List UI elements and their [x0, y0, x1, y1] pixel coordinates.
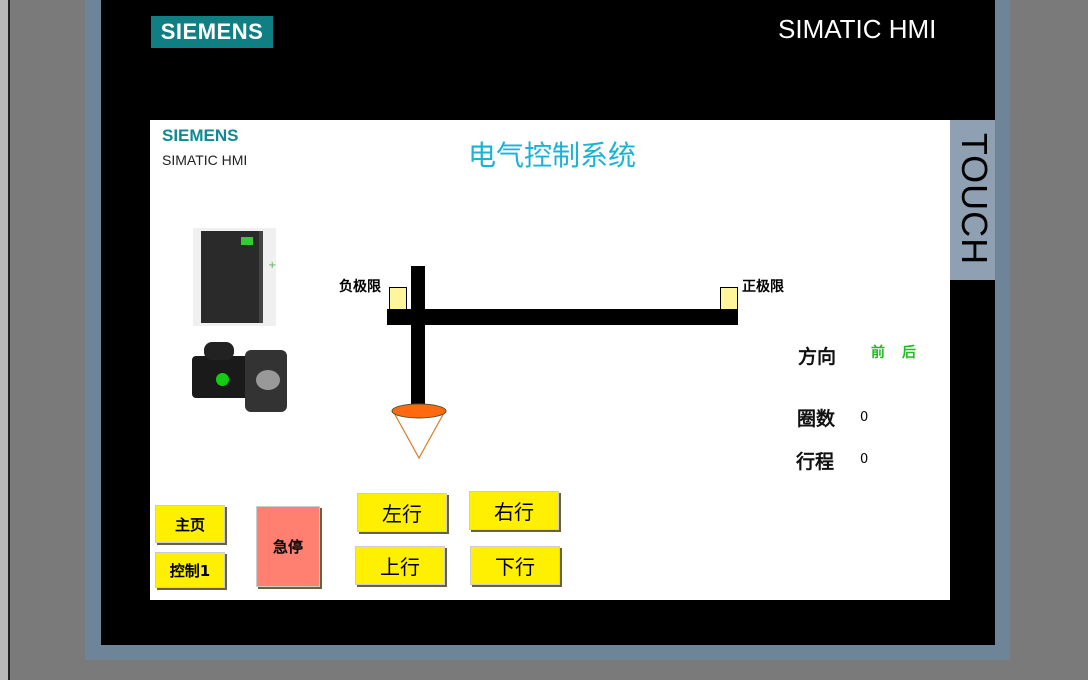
- move-left-button[interactable]: 左行: [357, 493, 447, 532]
- touch-label: TOUCH: [954, 132, 995, 266]
- simatic-brand: SIMATIC HMI: [778, 14, 937, 44]
- screen-subtitle: SIMATIC HMI: [162, 152, 248, 168]
- move-down-button[interactable]: 下行: [470, 546, 560, 585]
- move-right-button[interactable]: 右行: [469, 491, 559, 530]
- travel-value: 0: [860, 452, 869, 467]
- emergency-stop-button[interactable]: 急停: [256, 506, 320, 587]
- home-button[interactable]: 主页: [155, 505, 225, 543]
- turns-label: 圈数: [797, 408, 836, 430]
- direction-back-indicator: 后: [902, 345, 916, 361]
- direction-label: 方向: [798, 346, 837, 368]
- positive-limit-sensor: [720, 287, 738, 310]
- touch-label-panel: TOUCH: [950, 120, 995, 280]
- siemens-logo: SIEMENS: [151, 16, 273, 48]
- negative-limit-sensor: [389, 287, 407, 310]
- page-title: 电气控制系统: [468, 139, 637, 172]
- crane-beam: [387, 309, 738, 325]
- turns-value: 0: [860, 410, 869, 425]
- crane-post: [411, 266, 425, 406]
- plus-icon: +: [268, 260, 277, 271]
- travel-label: 行程: [796, 451, 835, 473]
- hmi-screen: SIEMENS SIMATIC HMI 电气控制系统 + 负极限 正极限 方向 …: [150, 120, 950, 600]
- positive-limit-label: 正极限: [742, 279, 784, 295]
- screen-logo: SIEMENS: [162, 126, 239, 145]
- move-up-button[interactable]: 上行: [355, 546, 445, 585]
- nozzle-head: [391, 403, 447, 460]
- negative-limit-label: 负极限: [339, 279, 381, 295]
- servo-drive-image: [193, 228, 276, 326]
- side-panel-edge: [0, 0, 10, 680]
- direction-forward-indicator: 前: [871, 345, 885, 361]
- control1-button[interactable]: 控制1: [155, 552, 225, 588]
- servo-motor-image: [190, 338, 290, 418]
- motor-status-indicator: [216, 373, 229, 386]
